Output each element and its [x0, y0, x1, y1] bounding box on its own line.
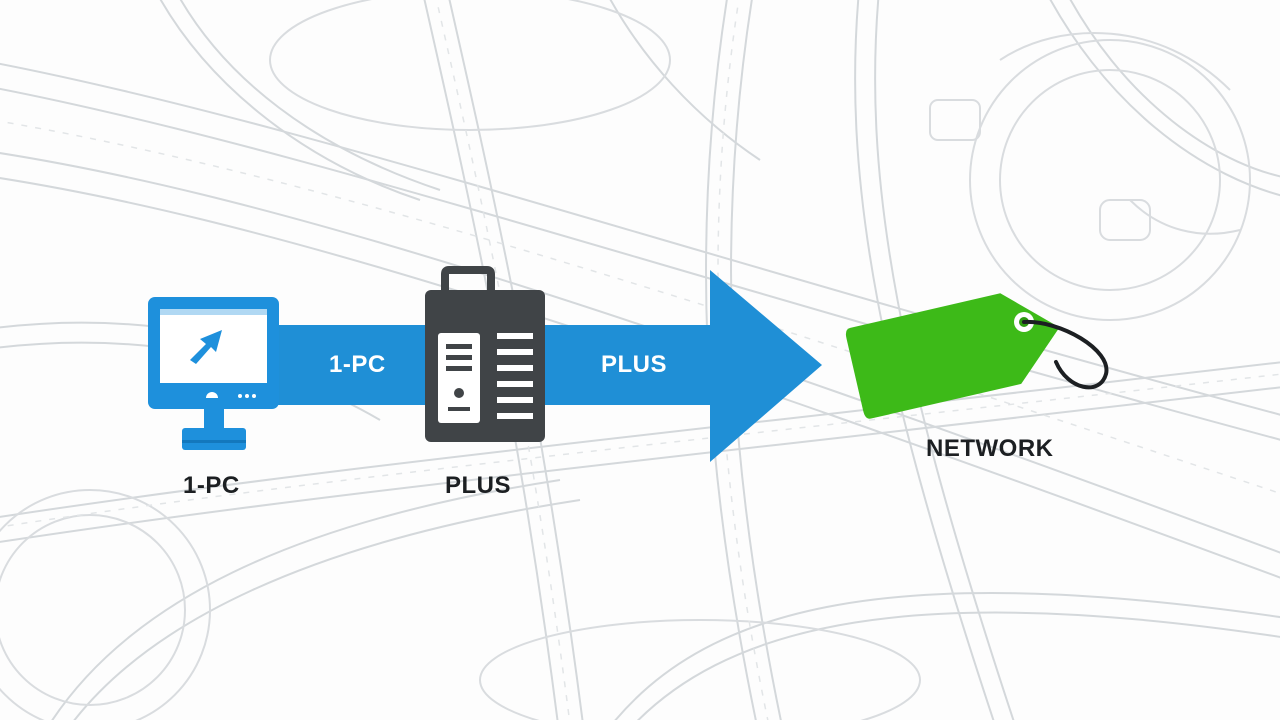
node-label-network: NETWORK — [926, 435, 1054, 462]
edge-label-pc-to-plus: 1-PC — [329, 351, 386, 378]
node-label-plus: PLUS — [445, 472, 512, 499]
node-label-pc: 1-PC — [183, 472, 240, 499]
edge-label-plus-to-network: PLUS — [601, 351, 668, 378]
